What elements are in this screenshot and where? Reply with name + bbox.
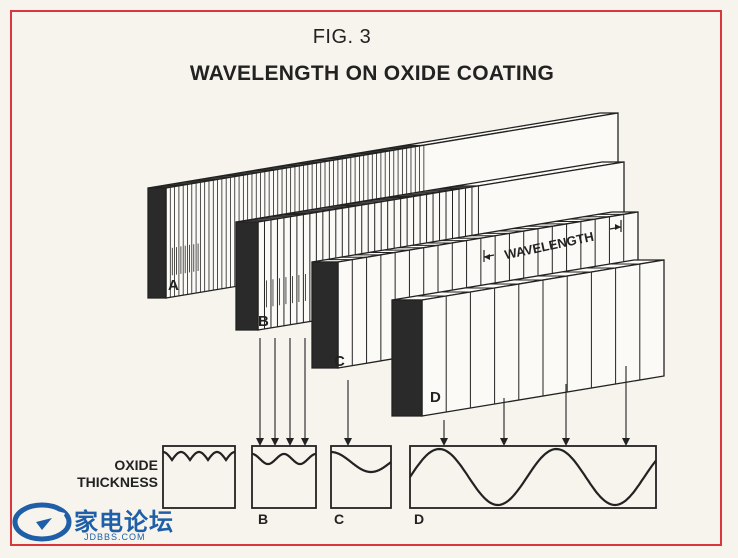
arrow-head-d-1 [500,438,508,446]
arrow-head-b-2 [286,438,294,446]
block-label-d: D [430,389,441,406]
figure-frame [10,10,722,546]
arrow-head-b-0 [256,438,264,446]
arrow-head-d-0 [440,438,448,446]
oxide-wave-d [409,447,657,507]
plot-label-c: C [334,511,344,527]
arrows-group [256,338,630,446]
plots-group: B C D [162,445,657,527]
arrow-head-d-3 [622,438,630,446]
plot-box-a [162,445,236,509]
arrow-head-b-3 [301,438,309,446]
figure-number: FIG. 3 [312,26,372,48]
tape-block-d: D [391,259,665,417]
oxide-thickness-label-line1: OXIDE [114,457,158,473]
oxide-wave-a [163,450,235,462]
block-label-c: C [334,353,345,370]
oxide-wave-c [331,450,392,474]
plot-box-d [409,445,657,509]
blocks-group: A B C D [147,112,665,417]
watermark-text: 家电论坛 [74,508,174,536]
jdbbs-logo-icon [12,502,72,542]
oxide-wave-b [252,452,316,466]
block-label-b: B [258,313,269,330]
oxide-plot-a [162,445,236,509]
plot-label-d: D [414,511,424,527]
oxide-thickness-label-line2: THICKNESS [77,474,158,490]
figure-title: WAVELENGTH ON OXIDE COATING [189,62,555,85]
plot-box-b [251,445,317,509]
arrow-head-b-1 [271,438,279,446]
plot-label-b: B [258,511,268,527]
plot-box-c [330,445,392,509]
watermark-subtext: JDBBS.COM [84,532,146,542]
oxide-plot-b: B [251,445,317,527]
oxide-plot-d: D [409,445,657,527]
arrow-head-d-2 [562,438,570,446]
oxide-plot-c: C [330,445,392,527]
arrow-head-c-0 [344,438,352,446]
block-label-a: A [168,277,179,294]
